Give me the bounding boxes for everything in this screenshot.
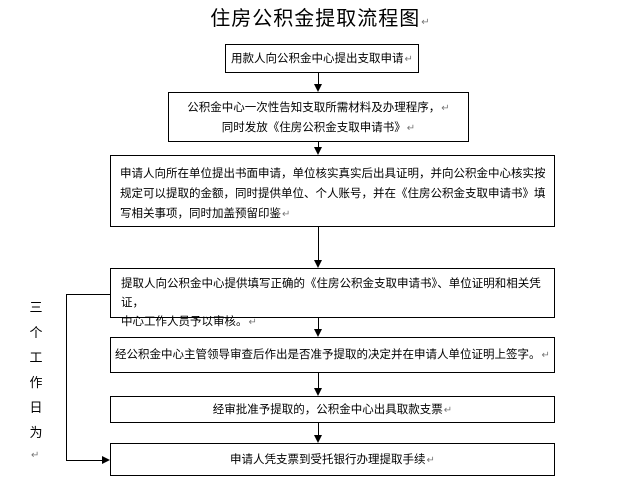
step-6-text: 经审批准予提取的，公积金中心出具取款支票 (212, 402, 443, 416)
step-2-line-2: 同时发放《住房公积金支取申请书》 (221, 120, 406, 134)
connector-4-5 (318, 318, 319, 331)
connector-2-3 (318, 142, 319, 149)
arrow-down-icon (314, 329, 322, 337)
step-5-text: 经公积金中心主管领导审查后作出是否准予提取的决定并在申请人单位证明上签字。 (115, 347, 541, 361)
step-5-box: 经公积金中心主管领导审查后作出是否准予提取的决定并在申请人单位证明上签字。↵ (110, 337, 555, 373)
arrow-down-icon (314, 388, 322, 396)
step-4-box: 提取人向公积金中心提供填写正确的《住房公积金支取申请书》、单位证明和相关凭证， … (110, 268, 555, 328)
connector-1-2 (318, 73, 319, 86)
step-3-line-3: 写相关事项，同时加盖预留印鉴 (120, 206, 281, 220)
step-3-line-2: 规定可以提取的金额，同时提供单位、个人账号，并在《住房公积金支取申请书》填 (120, 186, 546, 200)
arrow-right-icon (102, 456, 110, 464)
step-7-box: 申请人凭支票到受托银行办理提取手续↵ (110, 443, 555, 476)
arrow-down-icon (314, 147, 322, 155)
bracket-top-line (66, 294, 110, 295)
side-label: 三 个 工 作 日 为 (29, 301, 43, 441)
step-1-text: 用款人向公积金中心提出支取申请 (231, 51, 404, 65)
connector-6-7 (318, 423, 319, 437)
side-paragraph-mark: ↵ (31, 450, 40, 461)
arrow-down-icon (314, 260, 322, 268)
arrow-down-icon (314, 435, 322, 443)
step-4-line-2: 中心工作人员予以审核。 (121, 314, 248, 328)
page-title: 住房公积金提取流程图↵ (210, 6, 431, 30)
step-2-line-1: 公积金中心一次性告知支取所需材料及办理程序， (187, 100, 441, 114)
step-3-line-1: 申请人向所在单位提出书面申请，单位核实真实后出具证明，并向公积金中心核实按 (120, 166, 546, 180)
step-7-text: 申请人凭支票到受托银行办理提取手续 (230, 452, 426, 466)
step-2-box: 公积金中心一次性告知支取所需材料及办理程序，↵ 同时发放《住房公积金支取申请书》… (168, 92, 469, 142)
bracket-vertical-line (66, 294, 67, 460)
arrow-down-icon (314, 84, 322, 92)
step-3-box: 申请人向所在单位提出书面申请，单位核实真实后出具证明，并向公积金中心核实按 规定… (110, 155, 555, 227)
bracket-bottom-line (66, 460, 102, 461)
step-6-box: 经审批准予提取的，公积金中心出具取款支票↵ (110, 396, 555, 423)
connector-5-6 (318, 373, 319, 390)
step-1-box: 用款人向公积金中心提出支取申请↵ (225, 44, 419, 73)
connector-3-4 (318, 227, 319, 262)
step-4-line-1: 提取人向公积金中心提供填写正确的《住房公积金支取申请书》、单位证明和相关凭证， (121, 276, 541, 309)
